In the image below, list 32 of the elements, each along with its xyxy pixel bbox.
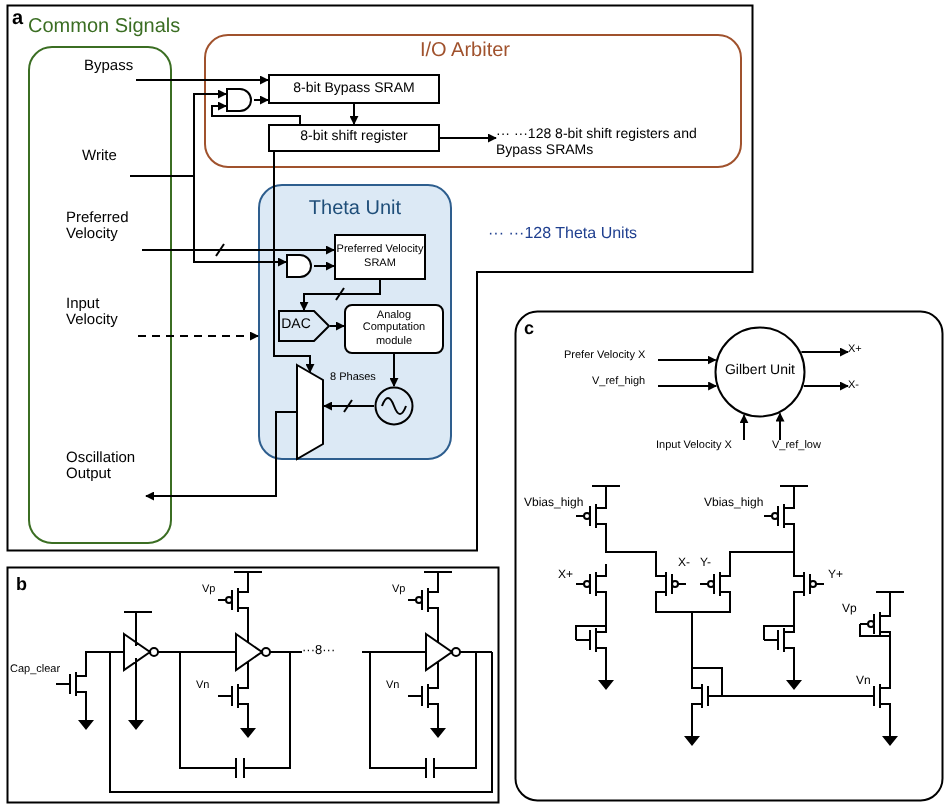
panel-letter: c bbox=[524, 320, 537, 340]
and-gate-symbol bbox=[286, 254, 314, 278]
arrow bbox=[145, 411, 297, 501]
arrow bbox=[253, 95, 269, 105]
group-heading: I/O Arbiter bbox=[420, 40, 513, 62]
arrow bbox=[439, 133, 497, 143]
arrow bbox=[775, 412, 785, 441]
arrow bbox=[129, 175, 287, 267]
panel-frame bbox=[514, 310, 944, 802]
arrow bbox=[323, 401, 375, 411]
arrow bbox=[211, 101, 301, 125]
panel-letter: a bbox=[12, 8, 26, 30]
oscillator-symbol bbox=[374, 386, 414, 426]
arrow bbox=[657, 381, 718, 391]
arrow bbox=[299, 279, 381, 311]
arrow bbox=[657, 355, 717, 365]
arrow bbox=[273, 151, 315, 373]
continuation-note: ··· ···128 Theta Units bbox=[488, 226, 638, 244]
arrow bbox=[389, 353, 399, 387]
arrow bbox=[802, 381, 849, 391]
arrow bbox=[135, 75, 269, 85]
arrow bbox=[141, 245, 335, 255]
arrow bbox=[739, 414, 749, 441]
arrow bbox=[329, 321, 345, 331]
unit-box bbox=[258, 184, 452, 460]
dashed-arrow bbox=[137, 331, 259, 341]
arrow bbox=[313, 261, 335, 271]
arbiter-box bbox=[204, 34, 742, 168]
arrow bbox=[800, 347, 849, 357]
group-heading: Theta Unit bbox=[306, 198, 404, 220]
and-gate-symbol bbox=[226, 88, 254, 112]
arrow bbox=[349, 103, 359, 125]
